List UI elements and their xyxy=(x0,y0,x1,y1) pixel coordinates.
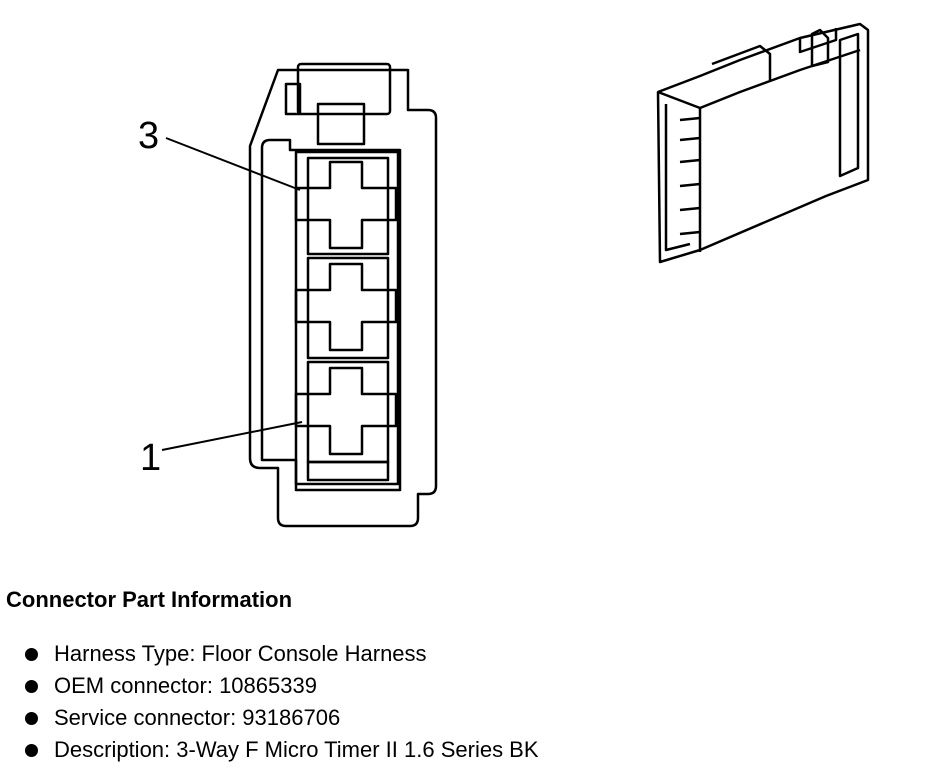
info-list: Harness Type: Floor Console Harness OEM … xyxy=(6,638,906,766)
pin-3-leader-line xyxy=(165,137,301,191)
bullet-icon xyxy=(25,648,38,661)
list-item-text: Service connector: 93186706 xyxy=(54,705,341,730)
pin-cavity xyxy=(294,156,398,256)
list-item: Description: 3-Way F Micro Timer II 1.6 … xyxy=(6,734,906,766)
connector-front-view xyxy=(248,62,438,528)
pin-cavity xyxy=(294,256,398,360)
list-item-text: Harness Type: Floor Console Harness xyxy=(54,641,427,666)
section-title: Connector Part Information xyxy=(6,587,293,612)
list-item: Service connector: 93186706 xyxy=(6,702,906,734)
bullet-icon xyxy=(25,712,38,725)
list-item-text: Description: 3-Way F Micro Timer II 1.6 … xyxy=(54,737,539,762)
bullet-icon xyxy=(25,680,38,693)
pin-1-label: 1 xyxy=(140,437,161,479)
bullet-icon xyxy=(25,744,38,757)
connector-part-info: Connector Part Information Harness Type:… xyxy=(6,586,906,766)
connector-perspective-view xyxy=(656,22,870,264)
list-item: Harness Type: Floor Console Harness xyxy=(6,638,906,670)
pin-1-leader-line xyxy=(161,421,303,451)
pin-3-label: 3 xyxy=(138,115,159,157)
pin-cavity xyxy=(294,360,398,464)
list-item-text: OEM connector: 10865339 xyxy=(54,673,317,698)
list-item: OEM connector: 10865339 xyxy=(6,670,906,702)
